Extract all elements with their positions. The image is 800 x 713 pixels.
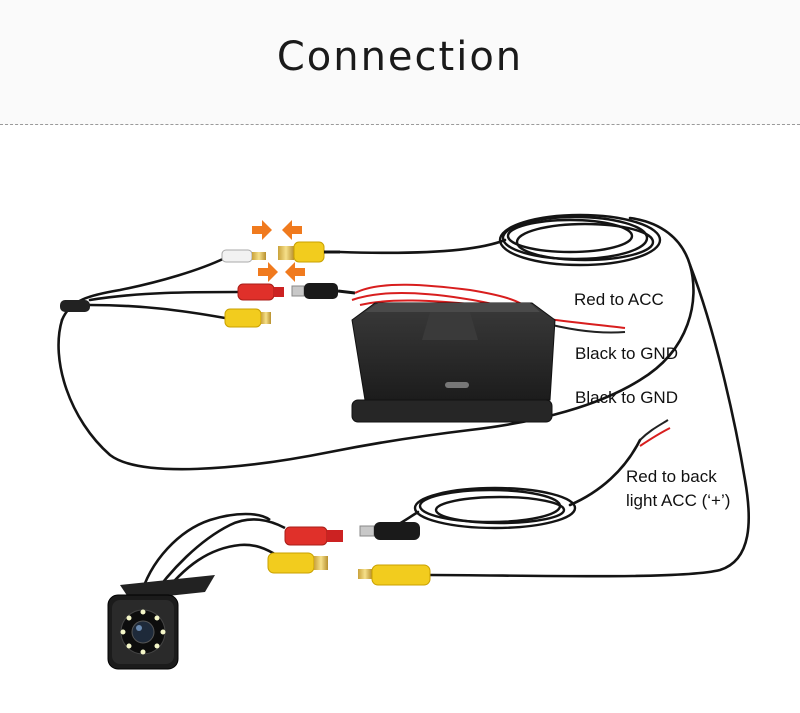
black-gnd-wire-2 bbox=[639, 419, 671, 447]
dc-red-jack-camera bbox=[284, 526, 343, 546]
rca-yellow-jack-camera bbox=[267, 552, 328, 574]
rca-yellow-plug-bottom bbox=[358, 564, 431, 586]
rca-yellow-jack bbox=[278, 241, 340, 263]
right-arrow-icon bbox=[252, 220, 272, 240]
connection-diagram bbox=[57, 213, 750, 670]
label-red-to-back-line1: Red to back bbox=[626, 467, 717, 486]
header-bar: Connection bbox=[0, 0, 800, 125]
dc-black-plug bbox=[291, 283, 356, 299]
foldable-monitor bbox=[351, 302, 556, 423]
splitter-harness bbox=[60, 256, 240, 322]
label-black-to-gnd-1: Black to GND bbox=[575, 344, 678, 363]
rca-white-plug bbox=[221, 249, 266, 263]
dc-red-jack bbox=[237, 283, 284, 301]
left-arrow-icon bbox=[282, 220, 302, 240]
right-arrow-icon bbox=[258, 262, 278, 282]
rear-camera bbox=[107, 575, 215, 670]
rca-yellow-jack-lower bbox=[224, 308, 271, 328]
label-black-to-gnd-2: Black to GND bbox=[575, 388, 678, 407]
label-red-to-acc: Red to ACC bbox=[574, 290, 664, 309]
dc-black-plug-bottom bbox=[359, 522, 420, 540]
label-red-to-back-line2: light ACC (‘+’) bbox=[626, 491, 731, 510]
camera-cable bbox=[138, 512, 286, 601]
page-title: Connection bbox=[276, 34, 524, 80]
left-arrow-icon bbox=[285, 262, 305, 282]
